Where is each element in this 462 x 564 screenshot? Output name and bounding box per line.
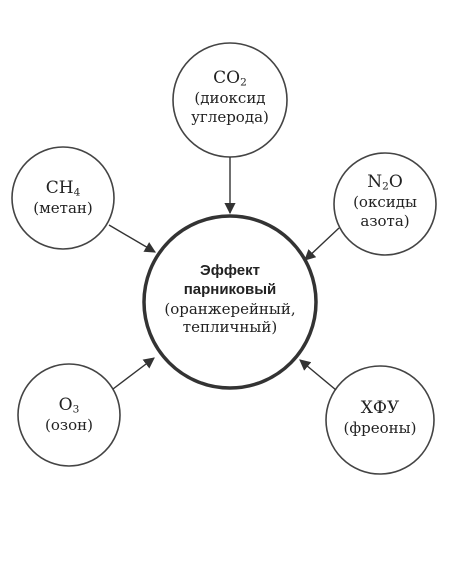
center-title-line1: Эффект	[200, 262, 260, 279]
center-title-line2: парниковый	[183, 280, 277, 298]
arrow-o3	[112, 357, 155, 390]
arrow-hfu	[299, 359, 337, 391]
n2o-formula: N2O	[367, 172, 403, 193]
hfu-formula: ХФУ	[360, 398, 400, 418]
center-desc-line2: тепличный)	[182, 318, 278, 337]
o3-desc-line1: (озон)	[45, 416, 93, 435]
n2o-desc-line2: азота)	[360, 212, 410, 230]
o3-label: O3 (озон)	[24, 395, 114, 435]
hfu-label: ХФУ (фреоны)	[330, 398, 430, 438]
center-circle	[142, 214, 318, 390]
ch4-label: CH4 (метан)	[18, 178, 108, 218]
hfu-circle	[325, 365, 435, 475]
n2o-circle	[333, 152, 437, 256]
o3-circle	[17, 363, 121, 467]
n2o-desc-line1: (оксиды	[353, 193, 417, 212]
co2-desc-line2: углерода)	[191, 108, 269, 126]
arrow-ch4	[108, 224, 156, 253]
ch4-circle	[11, 146, 115, 250]
hfu-desc-line1: (фреоны)	[343, 419, 417, 438]
co2-desc-line1: (диоксид	[194, 89, 266, 108]
center-label: Эффект парниковый (оранжерейный, тепличн…	[150, 262, 310, 337]
arrow-n2o	[304, 227, 340, 261]
o3-formula: O3	[58, 395, 80, 416]
n2o-label: N2O (оксиды азота)	[338, 172, 432, 231]
co2-label: CO2 (диоксид углерода)	[180, 68, 280, 127]
center-desc-line1: (оранжерейный,	[164, 299, 296, 318]
co2-formula: CO2	[213, 68, 247, 89]
ch4-formula: CH4	[45, 178, 81, 199]
ch4-desc-line1: (метан)	[33, 199, 93, 218]
